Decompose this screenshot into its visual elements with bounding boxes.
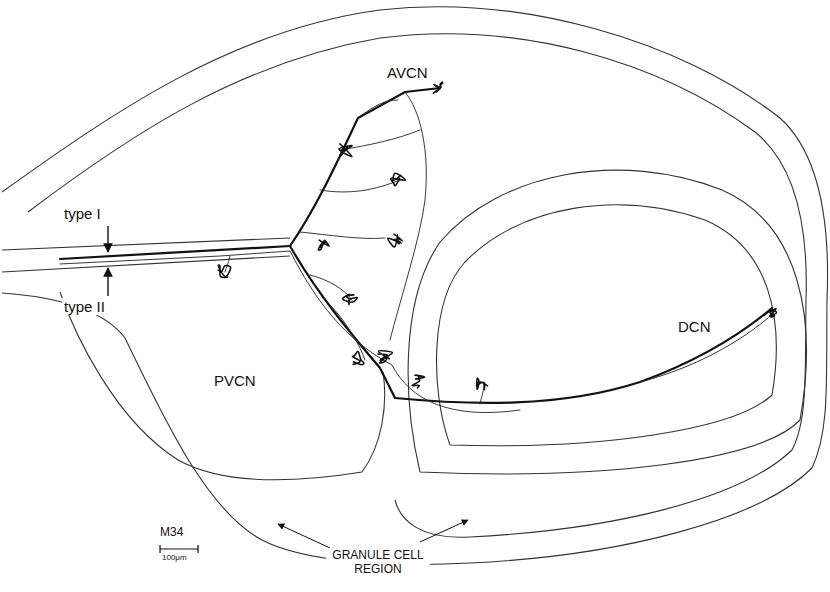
pointer-arrow	[107, 226, 108, 252]
collateral	[330, 305, 365, 360]
fiber-label: type II	[62, 298, 107, 315]
type-one-axon	[290, 88, 440, 246]
outer-outline	[2, 7, 828, 565]
type-one-axon	[290, 246, 772, 403]
specimen-number: M34	[158, 526, 185, 540]
type-two-axon	[60, 251, 520, 413]
collateral	[320, 180, 400, 192]
axon-terminal	[391, 173, 406, 185]
scale-bar	[160, 545, 198, 553]
type-one-axon	[60, 246, 290, 259]
pointer-arrow	[107, 268, 108, 296]
collateral	[480, 385, 484, 404]
collateral	[225, 256, 230, 272]
axon-terminal	[343, 294, 358, 304]
collateral	[390, 92, 426, 340]
region-label: PVCN	[212, 372, 258, 389]
leader-arrow	[278, 524, 330, 548]
region-label: GRANULE CELL REGION	[326, 548, 430, 577]
axon-terminal	[388, 234, 403, 247]
fiber-label: type I	[62, 205, 103, 222]
axon-terminal	[764, 309, 777, 317]
leader-arrow	[420, 520, 468, 542]
dcn-boundary	[408, 170, 806, 474]
axon-terminal	[218, 265, 231, 277]
granule-border	[28, 34, 806, 537]
dcn-inner-layer	[436, 205, 776, 446]
region-label: AVCN	[385, 64, 430, 81]
region-label: DCN	[676, 318, 713, 335]
axon-terminal	[378, 351, 392, 363]
axon-terminal	[412, 375, 425, 388]
collateral	[340, 130, 420, 150]
scale-label: 100μm	[160, 553, 189, 562]
axon-terminal	[339, 144, 352, 157]
nerve-root	[2, 256, 290, 272]
axon-terminal	[433, 82, 442, 93]
collateral	[358, 100, 398, 118]
axon-terminal	[352, 351, 363, 364]
axon-terminal	[318, 240, 329, 250]
collateral	[640, 318, 768, 382]
collateral	[300, 232, 385, 238]
axon-terminal	[476, 378, 487, 390]
